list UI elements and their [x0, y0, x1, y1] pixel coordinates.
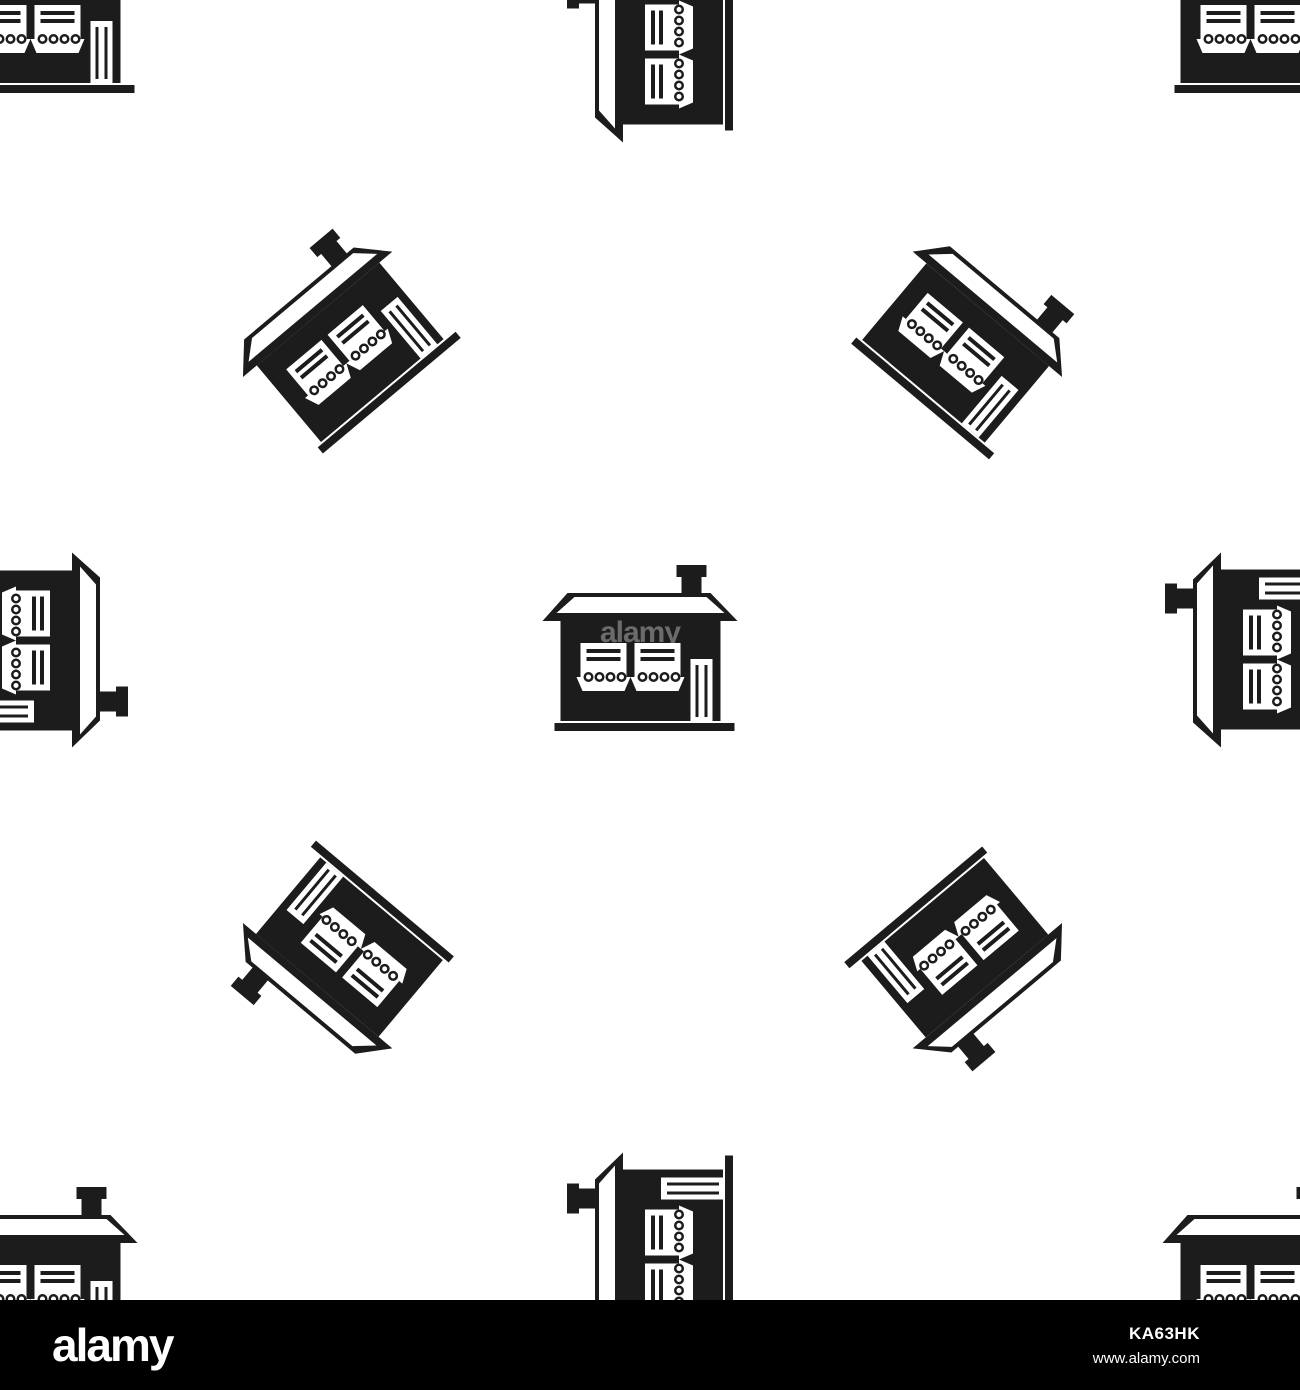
- house-icon: [841, 838, 1099, 1092]
- image-id: KA63HK: [1128, 1324, 1200, 1343]
- house-icon: [0, 1187, 138, 1300]
- house-icon: [1162, 0, 1300, 93]
- footer-bar: alamy KA63HK www.alamy.com: [0, 1300, 1300, 1390]
- house-icon: [1165, 552, 1300, 748]
- house-icon: [567, 1152, 733, 1300]
- house-icon: [206, 838, 464, 1092]
- pattern-canvas: [0, 0, 1300, 1300]
- house-icon: [1162, 1187, 1300, 1300]
- alamy-logo: alamy: [52, 1319, 174, 1371]
- house-icon: [0, 0, 138, 93]
- house-icon-pattern: [0, 0, 1300, 1300]
- site-url: www.alamy.com: [1092, 1350, 1200, 1367]
- house-icon: [567, 0, 733, 143]
- house-icon: [206, 208, 464, 462]
- house-icon: [542, 565, 738, 731]
- house-icon: [841, 208, 1099, 462]
- house-icon: [0, 552, 128, 748]
